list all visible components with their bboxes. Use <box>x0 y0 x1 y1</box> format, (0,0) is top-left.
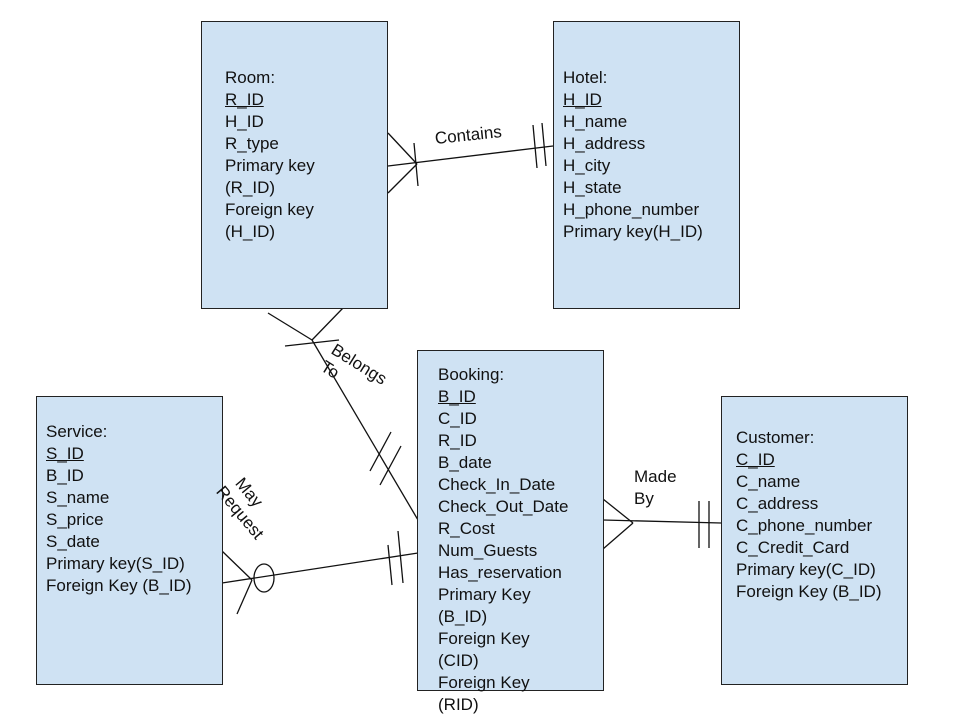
room-entity: Room: R_ID H_ID R_type Primary key (R_ID… <box>201 21 388 309</box>
contains-connector <box>387 122 554 194</box>
booking-attr: Num_Guests <box>438 541 538 560</box>
room-primary-key-attr: R_ID <box>225 90 264 109</box>
booking-attr: Check_In_Date <box>438 475 556 494</box>
customer-attr: C_Credit_Card <box>736 538 850 557</box>
hotel-primary-key-attr: H_ID <box>563 90 602 109</box>
service-attr: Primary key(S_ID) <box>46 554 185 573</box>
may-request-connector <box>221 530 419 615</box>
hotel-attr: H_address <box>563 134 646 153</box>
booking-attr: B_date <box>438 453 492 472</box>
room-title: Room: <box>225 68 276 87</box>
customer-attr: C_phone_number <box>736 516 873 535</box>
room-attr: H_ID <box>225 112 264 131</box>
made-by-label-line1: Made <box>634 467 677 486</box>
booking-title: Booking: <box>438 365 505 384</box>
service-attr: Foreign Key (B_ID) <box>46 576 192 595</box>
service-attr: S_price <box>46 510 104 529</box>
booking-attr: R_ID <box>438 431 477 450</box>
customer-title: Customer: <box>736 428 815 447</box>
booking-attr: Check_Out_Date <box>438 497 569 516</box>
booking-attr: (CID) <box>438 651 479 670</box>
hotel-attr: H_phone_number <box>563 200 700 219</box>
made-by-label-line2: By <box>634 489 654 508</box>
belongs-to-connector <box>267 307 419 521</box>
booking-attr: (RID) <box>438 695 479 714</box>
hotel-attr: H_state <box>563 178 622 197</box>
booking-attr: Foreign Key <box>438 673 530 692</box>
booking-attr: R_Cost <box>438 519 495 538</box>
booking-attr: Foreign Key <box>438 629 530 648</box>
customer-primary-key-attr: C_ID <box>736 450 775 469</box>
room-attr: (H_ID) <box>225 222 276 241</box>
service-entity: Service: S_ID B_ID S_name S_price S_date… <box>36 396 223 685</box>
booking-attr: Has_reservation <box>438 563 562 582</box>
customer-attr: Foreign Key (B_ID) <box>736 582 882 601</box>
hotel-entity: Hotel: H_ID H_name H_address H_city H_st… <box>553 21 740 309</box>
booking-attr: C_ID <box>438 409 477 428</box>
room-attr: Foreign key <box>225 200 314 219</box>
customer-attr: Primary key(C_ID) <box>736 560 876 579</box>
booking-entity: Booking: B_ID C_ID R_ID B_date Check_In_… <box>417 350 604 714</box>
service-attr: S_date <box>46 532 100 551</box>
room-attr: Primary key <box>225 156 315 175</box>
booking-attr: Primary Key <box>438 585 531 604</box>
room-attr: R_type <box>225 134 279 153</box>
booking-primary-key-attr: B_ID <box>438 387 476 406</box>
service-primary-key-attr: S_ID <box>46 444 84 463</box>
service-attr: S_name <box>46 488 110 507</box>
booking-attr: (B_ID) <box>438 607 488 626</box>
service-title: Service: <box>46 422 108 441</box>
hotel-attr: Primary key(H_ID) <box>563 222 703 241</box>
hotel-title: Hotel: <box>563 68 608 87</box>
made-by-connector <box>602 498 722 550</box>
customer-entity: Customer: C_ID C_name C_address C_phone_… <box>721 396 908 685</box>
made-by-label: Made By <box>634 466 677 510</box>
hotel-attr: H_city <box>563 156 611 175</box>
customer-attr: C_name <box>736 472 801 491</box>
customer-attr: C_address <box>736 494 819 513</box>
hotel-attr: H_name <box>563 112 628 131</box>
room-attr: (R_ID) <box>225 178 276 197</box>
service-attr: B_ID <box>46 466 84 485</box>
